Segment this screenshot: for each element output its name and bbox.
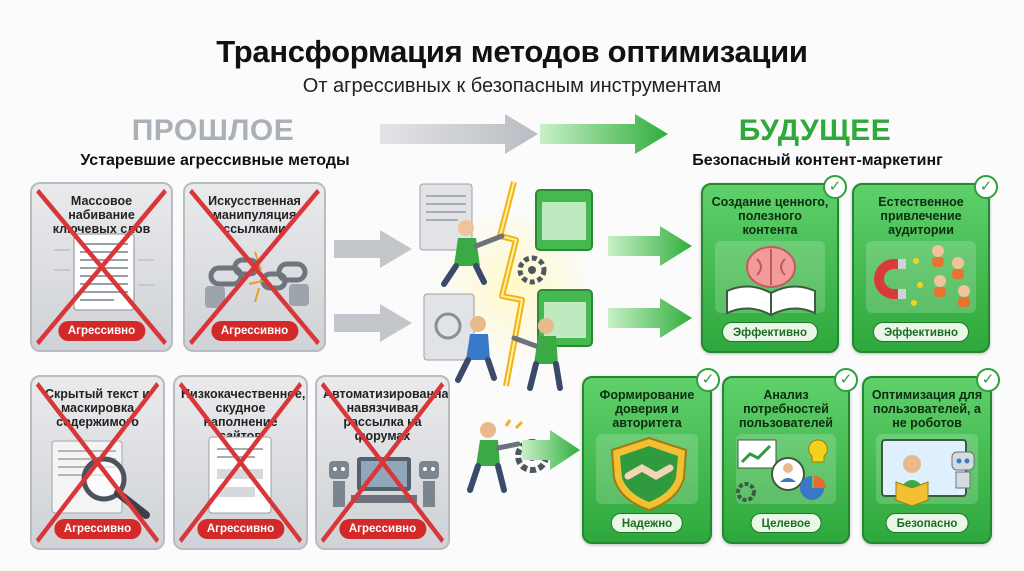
checkmark-icon: ✓ (823, 175, 847, 199)
effective-badge: Эффективно (872, 322, 970, 342)
aggressive-badge: Агрессивно (338, 519, 427, 539)
checkmark-icon: ✓ (974, 175, 998, 199)
past-card-forum-spam: Автоматизированная навязчивая рассылка н… (315, 375, 450, 550)
keyword-document-icon (54, 233, 154, 311)
thin-document-icon (208, 436, 272, 514)
future-card-users-not-robots: Оптимизация для пользователей, а не робо… (862, 376, 992, 544)
transformation-scene-icon (419, 181, 594, 391)
past-arrow-icon (334, 230, 412, 268)
past-card-thin-content: Низкокачественное, скудное наполнение са… (173, 375, 308, 550)
past-card-keyword-stuffing: Массовое набивание ключевых слов Агресси… (30, 182, 173, 352)
targeted-badge: Целевое (750, 513, 822, 533)
page-subtitle: От агрессивных к безопасным инструментам (302, 75, 722, 97)
card-title: Скрытый текст и маскировка содержимого (45, 387, 150, 429)
safe-badge: Безопасно (885, 513, 969, 533)
page-title: Трансформация методов оптимизации (216, 34, 808, 69)
aggressive-badge: Агрессивно (210, 321, 299, 341)
future-arrow-icon (608, 226, 692, 266)
future-arrow-icon (608, 298, 692, 338)
future-card-user-needs: Анализ потребностей пользователей Целево… (722, 376, 850, 544)
past-card-hidden-text: Скрытый текст и маскировка содержимого А… (30, 375, 165, 550)
aggressive-badge: Агрессивно (57, 321, 146, 341)
aggressive-badge: Агрессивно (196, 519, 285, 539)
future-arrow-icon (522, 430, 580, 470)
card-title: Формирование доверия и авторитета (599, 388, 695, 430)
card-title: Естественное привлечение аудитории (878, 195, 964, 237)
checkmark-icon: ✓ (696, 368, 720, 392)
header-arrow-icon (380, 114, 668, 154)
past-card-link-manipulation: Искусственная манипуляция ссылками Агрес… (183, 182, 326, 352)
card-title: Анализ потребностей пользователей (739, 388, 833, 430)
future-card-natural-audience: Естественное привлечение аудитории Эффек… (852, 183, 990, 353)
spam-robots-icon (329, 457, 439, 507)
future-card-trust-authority: Формирование доверия и авторитета Надежн… (582, 376, 712, 544)
magnifier-icon (51, 440, 150, 519)
handshake-shield-icon (610, 436, 688, 512)
brain-book-icon (726, 246, 816, 317)
card-title: Создание ценного, полезного контента (711, 195, 829, 237)
card-title: Искусственная манипуляция ссылками (208, 194, 301, 236)
past-heading: ПРОШЛОЕ (131, 114, 295, 147)
future-subheading: Безопасный контент-маркетинг (692, 152, 943, 169)
reader-icon (881, 439, 975, 507)
future-card-valuable-content: Создание ценного, полезного контента Эфф… (701, 183, 839, 353)
reliable-badge: Надежно (610, 513, 684, 533)
future-heading: БУДУЩЕЕ (738, 114, 892, 147)
checkmark-icon: ✓ (976, 368, 1000, 392)
effective-badge: Эффективно (721, 322, 819, 342)
past-arrow-icon (334, 304, 412, 342)
card-title: Оптимизация для пользователей, а не робо… (871, 388, 983, 430)
analytics-icon (736, 439, 828, 502)
past-subheading: Устаревшие агрессивные методы (80, 152, 350, 169)
magnet-audience-icon (874, 245, 970, 307)
checkmark-icon: ✓ (834, 368, 858, 392)
broken-chain-icon (205, 251, 309, 308)
aggressive-badge: Агрессивно (53, 519, 142, 539)
